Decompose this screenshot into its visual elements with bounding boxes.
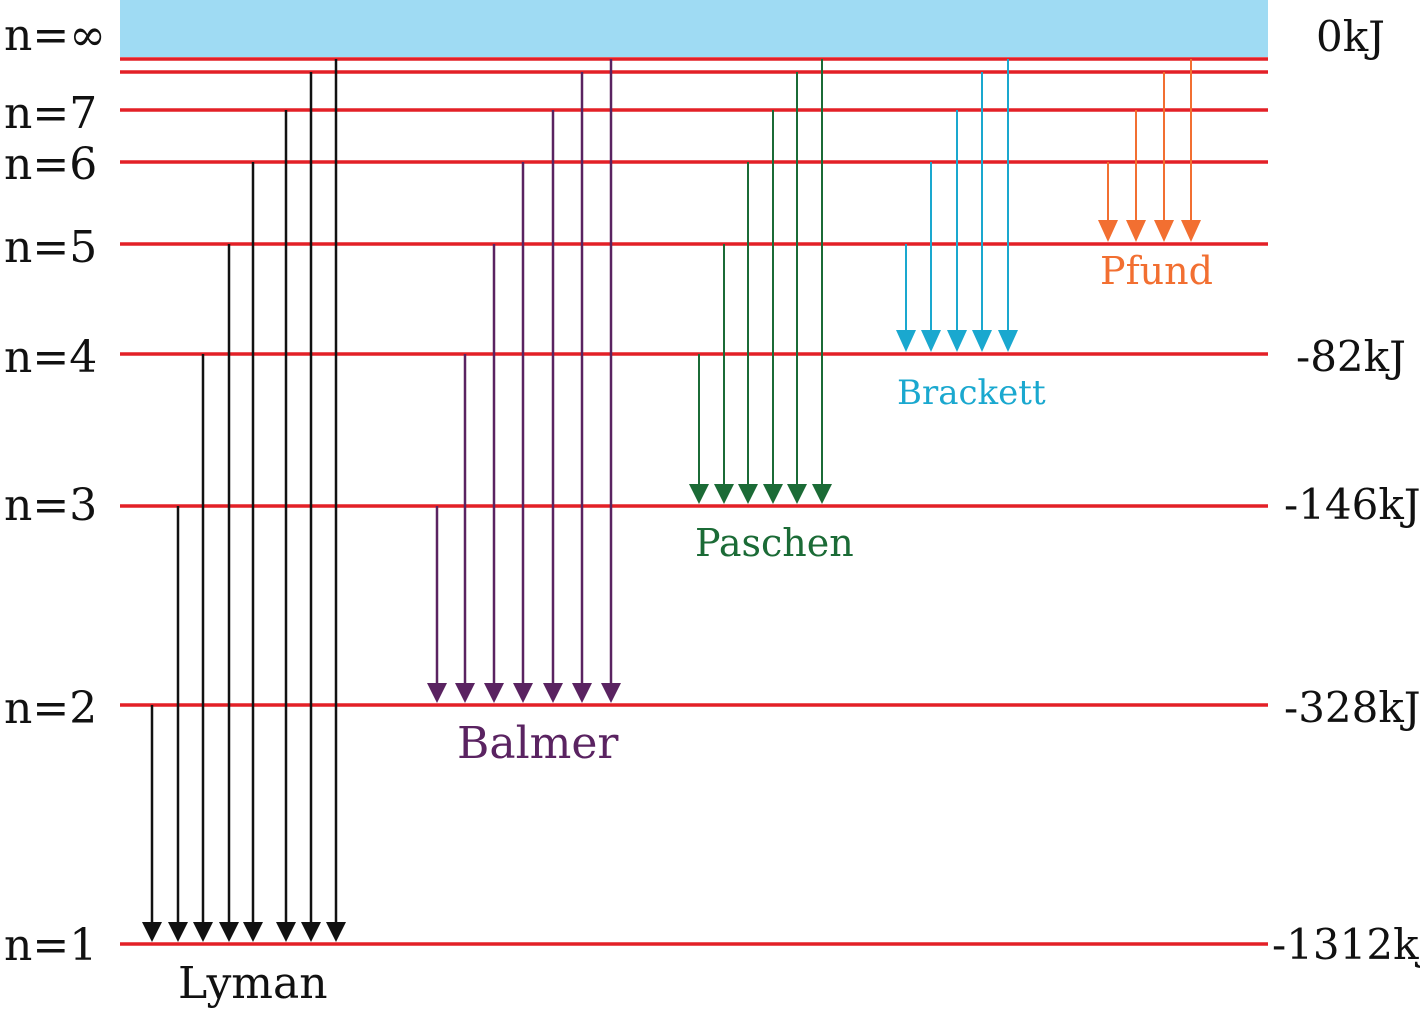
transition-arrow-brackett-n8-to-n4 bbox=[972, 72, 992, 352]
arrowhead-icon bbox=[972, 330, 992, 352]
transition-arrow-brackett-n7-to-n4 bbox=[947, 110, 967, 352]
arrowhead-icon bbox=[1126, 220, 1146, 242]
series-label-paschen: Paschen bbox=[695, 521, 854, 565]
arrowhead-icon bbox=[276, 922, 296, 942]
transition-arrow-lyman-n8-to-n1 bbox=[301, 72, 321, 942]
transition-arrow-balmer-n5-to-n2 bbox=[484, 244, 504, 703]
arrowhead-icon bbox=[543, 683, 563, 703]
arrowhead-icon bbox=[921, 330, 941, 352]
transition-arrow-paschen-n7-to-n3 bbox=[763, 110, 783, 504]
level-label-n1: n=1 bbox=[4, 920, 98, 971]
level-label-n7: n=7 bbox=[4, 88, 98, 139]
series-label-pfund: Pfund bbox=[1100, 249, 1213, 293]
transition-arrow-lyman-n3-to-n1 bbox=[168, 506, 188, 942]
energy-label-n4: -82kJ bbox=[1296, 332, 1406, 381]
series-label-balmer: Balmer bbox=[457, 718, 619, 769]
transition-arrow-lyman-n5-to-n1 bbox=[219, 244, 239, 942]
arrowhead-icon bbox=[714, 484, 734, 504]
transition-arrow-paschen-n4-to-n3 bbox=[689, 354, 709, 504]
transition-arrow-brackett-n6-to-n4 bbox=[921, 162, 941, 352]
series-label-brackett: Brackett bbox=[897, 373, 1046, 413]
transition-arrow-lyman-n2-to-n1 bbox=[142, 705, 162, 942]
transition-arrow-pfund-n7-to-n5 bbox=[1126, 110, 1146, 242]
arrowhead-icon bbox=[812, 484, 832, 504]
transition-arrow-balmer-n4-to-n2 bbox=[455, 354, 475, 703]
arrowhead-icon bbox=[1154, 220, 1174, 242]
transition-arrow-balmer-n9-to-n2 bbox=[601, 59, 621, 703]
transition-arrow-pfund-n9-to-n5 bbox=[1181, 59, 1201, 242]
arrowhead-icon bbox=[689, 484, 709, 504]
level-label-n5: n=5 bbox=[4, 222, 98, 273]
energy-label-n∞: 0kJ bbox=[1316, 12, 1386, 61]
arrowhead-icon bbox=[243, 922, 263, 942]
arrowhead-icon bbox=[763, 484, 783, 504]
level-label-n6: n=6 bbox=[4, 139, 98, 190]
arrowhead-icon bbox=[513, 683, 533, 703]
arrowhead-icon bbox=[193, 922, 213, 942]
energy-label-n2: -328kJ bbox=[1284, 683, 1420, 732]
transition-arrow-paschen-n9-to-n3 bbox=[812, 59, 832, 504]
transition-arrow-lyman-n9-to-n1 bbox=[326, 59, 346, 942]
transition-arrow-brackett-n9-to-n4 bbox=[998, 59, 1018, 352]
transition-arrow-paschen-n5-to-n3 bbox=[714, 244, 734, 504]
arrowhead-icon bbox=[572, 683, 592, 703]
arrowhead-icon bbox=[1098, 220, 1118, 242]
arrowhead-icon bbox=[1181, 220, 1201, 242]
level-label-n∞: n=∞ bbox=[4, 10, 106, 61]
arrowhead-icon bbox=[601, 683, 621, 703]
transition-arrow-brackett-n5-to-n4 bbox=[896, 244, 916, 352]
level-label-n2: n=2 bbox=[4, 683, 98, 734]
transition-arrow-lyman-n4-to-n1 bbox=[193, 354, 213, 942]
arrowhead-icon bbox=[168, 922, 188, 942]
arrowhead-icon bbox=[301, 922, 321, 942]
arrowhead-icon bbox=[738, 484, 758, 504]
arrowhead-icon bbox=[787, 484, 807, 504]
arrowhead-icon bbox=[947, 330, 967, 352]
transition-arrow-pfund-n6-to-n5 bbox=[1098, 162, 1118, 242]
energy-label-n1: -1312kJ bbox=[1272, 920, 1420, 969]
transition-arrow-balmer-n8-to-n2 bbox=[572, 72, 592, 703]
arrowhead-icon bbox=[896, 330, 916, 352]
transition-arrow-paschen-n8-to-n3 bbox=[787, 72, 807, 504]
transition-arrow-paschen-n6-to-n3 bbox=[738, 162, 758, 504]
continuum-band bbox=[120, 0, 1268, 57]
arrowhead-icon bbox=[326, 922, 346, 942]
level-label-n3: n=3 bbox=[4, 480, 98, 531]
arrowhead-icon bbox=[455, 683, 475, 703]
transition-arrow-lyman-n6-to-n1 bbox=[243, 162, 263, 942]
transition-arrow-lyman-n7-to-n1 bbox=[276, 110, 296, 942]
arrowhead-icon bbox=[427, 683, 447, 703]
level-label-n4: n=4 bbox=[4, 332, 98, 383]
arrowhead-icon bbox=[142, 922, 162, 942]
arrowhead-icon bbox=[998, 330, 1018, 352]
transition-arrow-balmer-n7-to-n2 bbox=[543, 110, 563, 703]
energy-label-n3: -146kJ bbox=[1284, 480, 1420, 529]
series-label-lyman: Lyman bbox=[178, 958, 328, 1009]
transition-arrow-balmer-n3-to-n2 bbox=[427, 506, 447, 703]
arrowhead-icon bbox=[484, 683, 504, 703]
transition-arrow-balmer-n6-to-n2 bbox=[513, 162, 533, 703]
transition-arrow-pfund-n8-to-n5 bbox=[1154, 72, 1174, 242]
arrowhead-icon bbox=[219, 922, 239, 942]
